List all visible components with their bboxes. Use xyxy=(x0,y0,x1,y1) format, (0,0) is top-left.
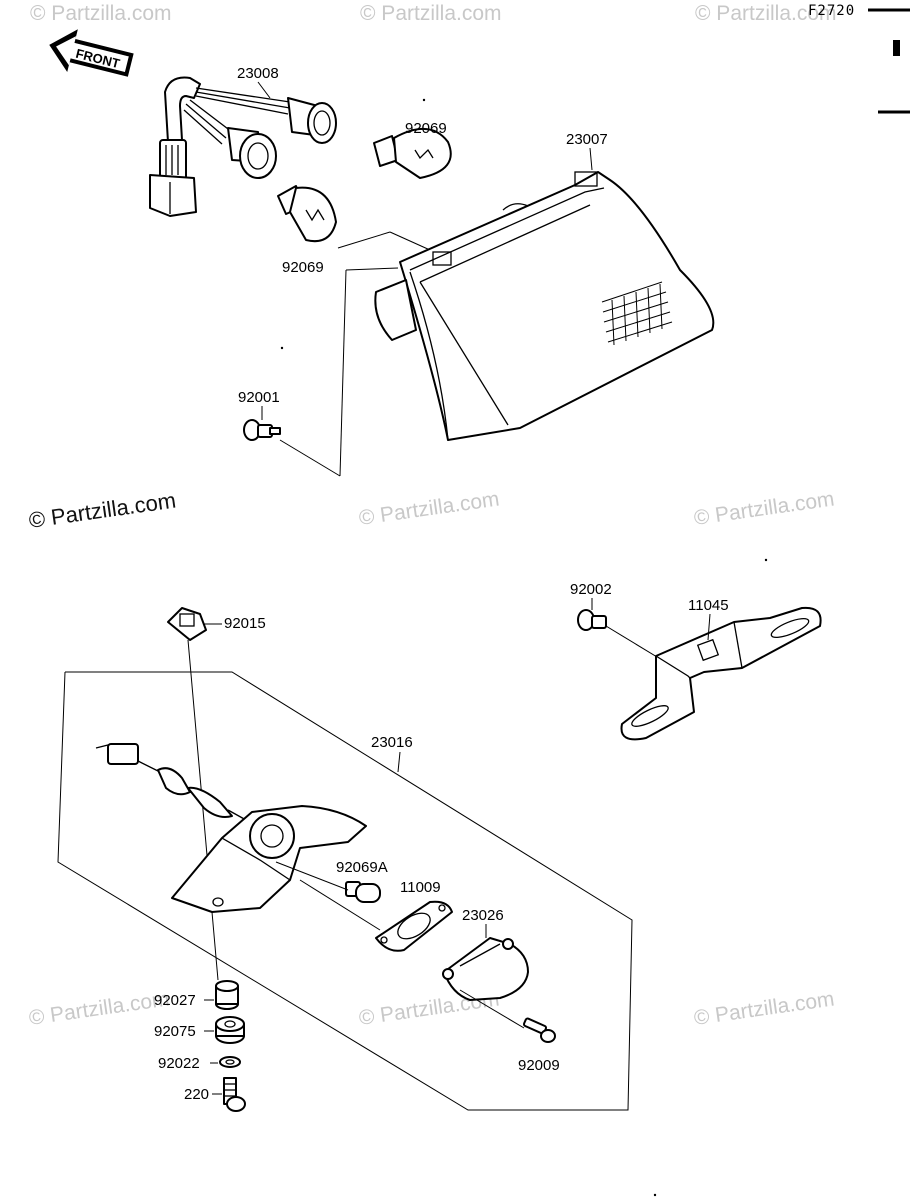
watermark-mid-right: © Partzilla.com xyxy=(692,487,835,529)
gasket-11009 xyxy=(375,900,453,952)
grommet-92075 xyxy=(215,1016,245,1044)
bulb-92069-left xyxy=(277,185,337,243)
watermark-top-center: © Partzilla.com xyxy=(360,2,502,25)
margin-mark-block xyxy=(893,40,900,56)
bolt-92002 xyxy=(577,609,607,631)
label-23026: 23026 xyxy=(462,907,504,924)
label-92002: 92002 xyxy=(570,581,612,598)
label-11045: 11045 xyxy=(688,597,729,614)
label-92075: 92075 xyxy=(154,1023,196,1040)
label-23008: 23008 xyxy=(237,65,279,82)
watermark-top-right: © Partzilla.com xyxy=(695,2,837,25)
bulb-92069-top xyxy=(373,127,452,179)
label-11009: 11009 xyxy=(400,879,441,896)
bolt-220 xyxy=(223,1077,246,1112)
assembly-boundary-23016 xyxy=(57,671,633,1111)
label-23016: 23016 xyxy=(371,734,413,751)
bulb-92069A xyxy=(345,881,381,903)
screw-92001 xyxy=(243,419,281,441)
label-92015: 92015 xyxy=(224,615,266,632)
label-220: 220 xyxy=(184,1086,209,1103)
front-arrow: FRONT xyxy=(49,29,134,77)
washer-92022 xyxy=(219,1056,241,1068)
label-92069-left: 92069 xyxy=(282,259,324,276)
license-light-bracket xyxy=(95,743,367,913)
scan-dot xyxy=(653,1193,657,1197)
taillight-23007 xyxy=(374,171,715,441)
label-92069A: 92069A xyxy=(336,859,388,876)
label-92069-top: 92069 xyxy=(405,120,447,137)
lens-texture xyxy=(601,281,673,346)
clip-nut-92015 xyxy=(167,607,207,641)
label-92001: 92001 xyxy=(238,389,280,406)
watermark-top-left: © Partzilla.com xyxy=(30,2,172,25)
label-92022: 92022 xyxy=(158,1055,200,1072)
watermark-bottom-right: © Partzilla.com xyxy=(692,987,835,1029)
figure-code: F2720 xyxy=(808,3,855,19)
harness-socket-assembly xyxy=(149,76,337,217)
bracket-11045 xyxy=(620,606,822,741)
label-92009: 92009 xyxy=(518,1057,560,1074)
watermark-bottom-left: © Partzilla.com xyxy=(27,987,170,1029)
lens-cover-23026 xyxy=(442,937,529,1001)
scan-dot xyxy=(422,98,426,102)
collar-92027 xyxy=(215,980,239,1010)
screw-92009 xyxy=(522,1017,556,1043)
scan-dot xyxy=(764,558,768,562)
watermark-mid-center: © Partzilla.com xyxy=(357,487,500,529)
scan-dot xyxy=(280,346,284,350)
label-23007: 23007 xyxy=(566,131,608,148)
copyright-notice: © Partzilla.com xyxy=(27,488,177,533)
label-92027: 92027 xyxy=(154,992,196,1009)
